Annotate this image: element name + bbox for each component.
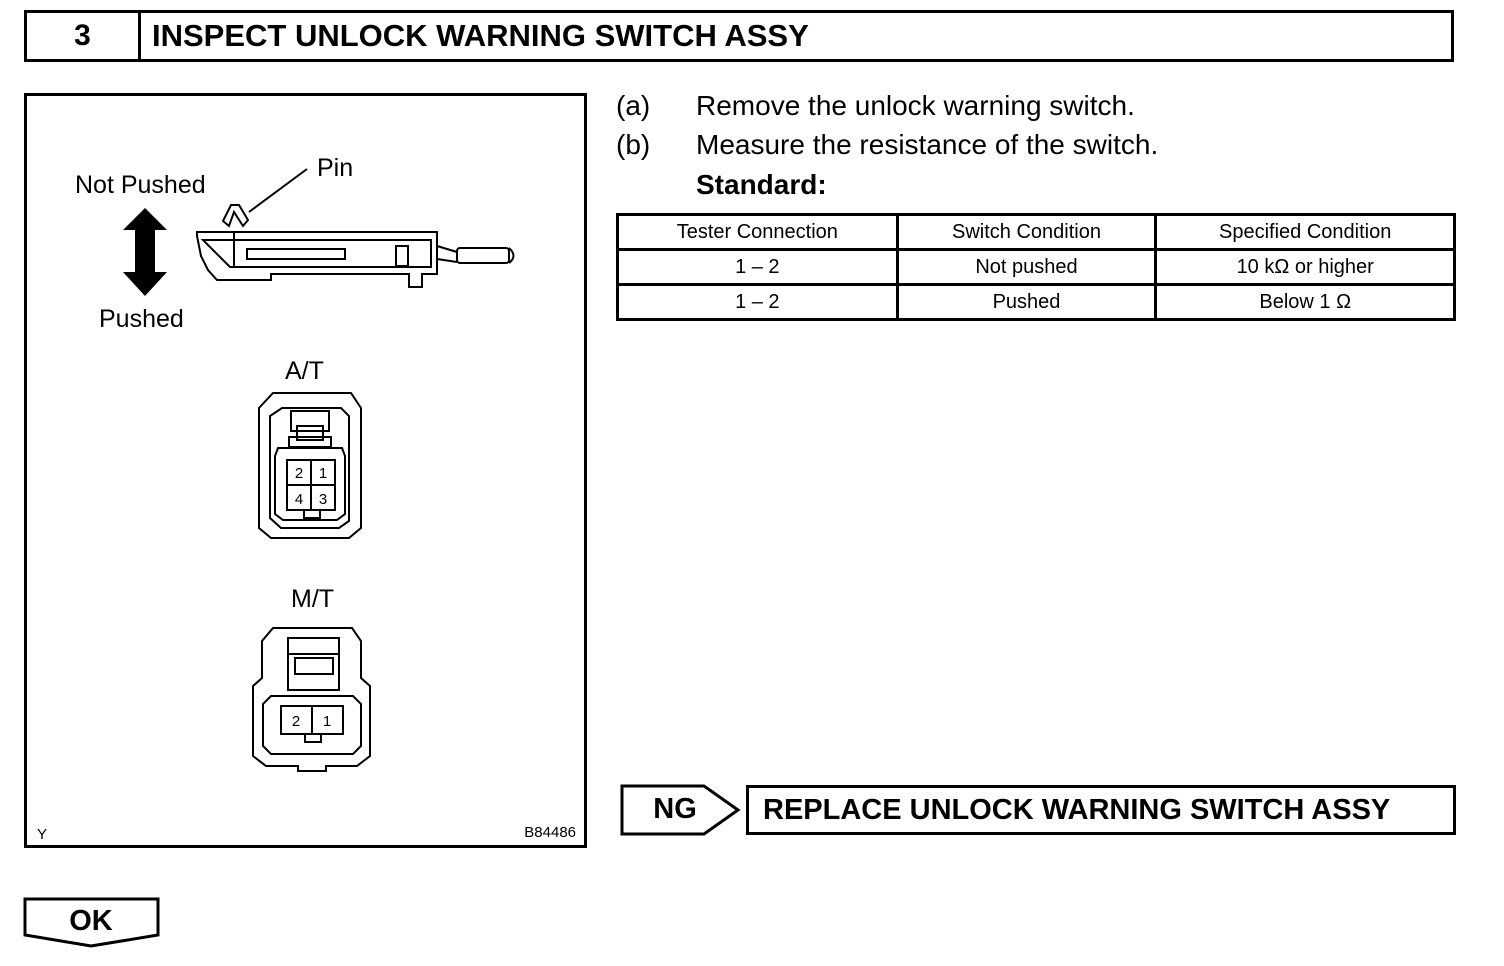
ok-label: OK xyxy=(69,904,113,937)
step-a-marker: (a) xyxy=(616,90,651,121)
at-pin-4: 4 xyxy=(295,491,303,508)
switch-body xyxy=(196,231,515,288)
step-title: INSPECT UNLOCK WARNING SWITCH ASSY xyxy=(152,18,809,53)
at-connector xyxy=(258,392,362,539)
mt-pin-1: 1 xyxy=(323,713,331,730)
step-b-marker: (b) xyxy=(616,129,651,160)
header-switch-condition: Switch Condition xyxy=(895,213,1158,251)
at-label: A/T xyxy=(285,357,324,385)
ng-arrow-tag xyxy=(620,784,741,836)
table-cell: 10 kΩ or higher xyxy=(1154,248,1456,286)
pin-leader-line xyxy=(248,168,308,213)
step-header: 3 INSPECT UNLOCK WARNING SWITCH ASSY xyxy=(24,10,1454,62)
table-row: 1 – 2 Pushed Below 1 Ω xyxy=(616,283,1456,321)
table-cell: Pushed xyxy=(895,283,1158,321)
ng-label: NG xyxy=(653,792,697,825)
table-cell: 1 – 2 xyxy=(616,283,899,321)
resistance-table: Tester Connection Switch Condition Speci… xyxy=(616,213,1456,321)
step-a-text: Remove the unlock warning switch. xyxy=(696,90,1135,121)
table-header-row: Tester Connection Switch Condition Speci… xyxy=(616,213,1456,251)
table-cell: Not pushed xyxy=(895,248,1158,286)
header-tester-connection: Tester Connection xyxy=(616,213,899,251)
not-pushed-label: Not Pushed xyxy=(75,171,206,199)
double-arrow-icon xyxy=(123,208,167,296)
table-row: 1 – 2 Not pushed 10 kΩ or higher xyxy=(616,248,1456,286)
header-specified-condition: Specified Condition xyxy=(1154,213,1456,251)
at-pin-1: 1 xyxy=(319,465,327,482)
mt-label: M/T xyxy=(291,585,335,613)
at-pin-3: 3 xyxy=(319,491,327,508)
table-cell: Below 1 Ω xyxy=(1154,283,1456,321)
pushed-label: Pushed xyxy=(99,305,184,333)
ok-arrow-tag xyxy=(23,897,160,948)
pin-label: Pin xyxy=(317,154,354,182)
standard-label: Standard: xyxy=(696,169,827,200)
ng-action: REPLACE UNLOCK WARNING SWITCH ASSY xyxy=(746,785,1456,835)
pin-icon xyxy=(221,204,250,228)
step-b-text: Measure the resistance of the switch. xyxy=(696,129,1159,160)
switch-diagram: 2 1 4 3 2 1 xyxy=(123,168,515,772)
mt-pin-2: 2 xyxy=(292,713,300,730)
figure-code: B84486 xyxy=(524,824,576,841)
switch-illustration: 2 1 4 3 2 1 Not Pushed Pin Pushed A/T M/… xyxy=(24,93,587,848)
corner-code: Y xyxy=(37,826,48,843)
at-pin-2: 2 xyxy=(295,465,303,482)
step-number: 3 xyxy=(27,13,141,59)
mt-connector xyxy=(252,627,371,772)
table-cell: 1 – 2 xyxy=(616,248,899,286)
